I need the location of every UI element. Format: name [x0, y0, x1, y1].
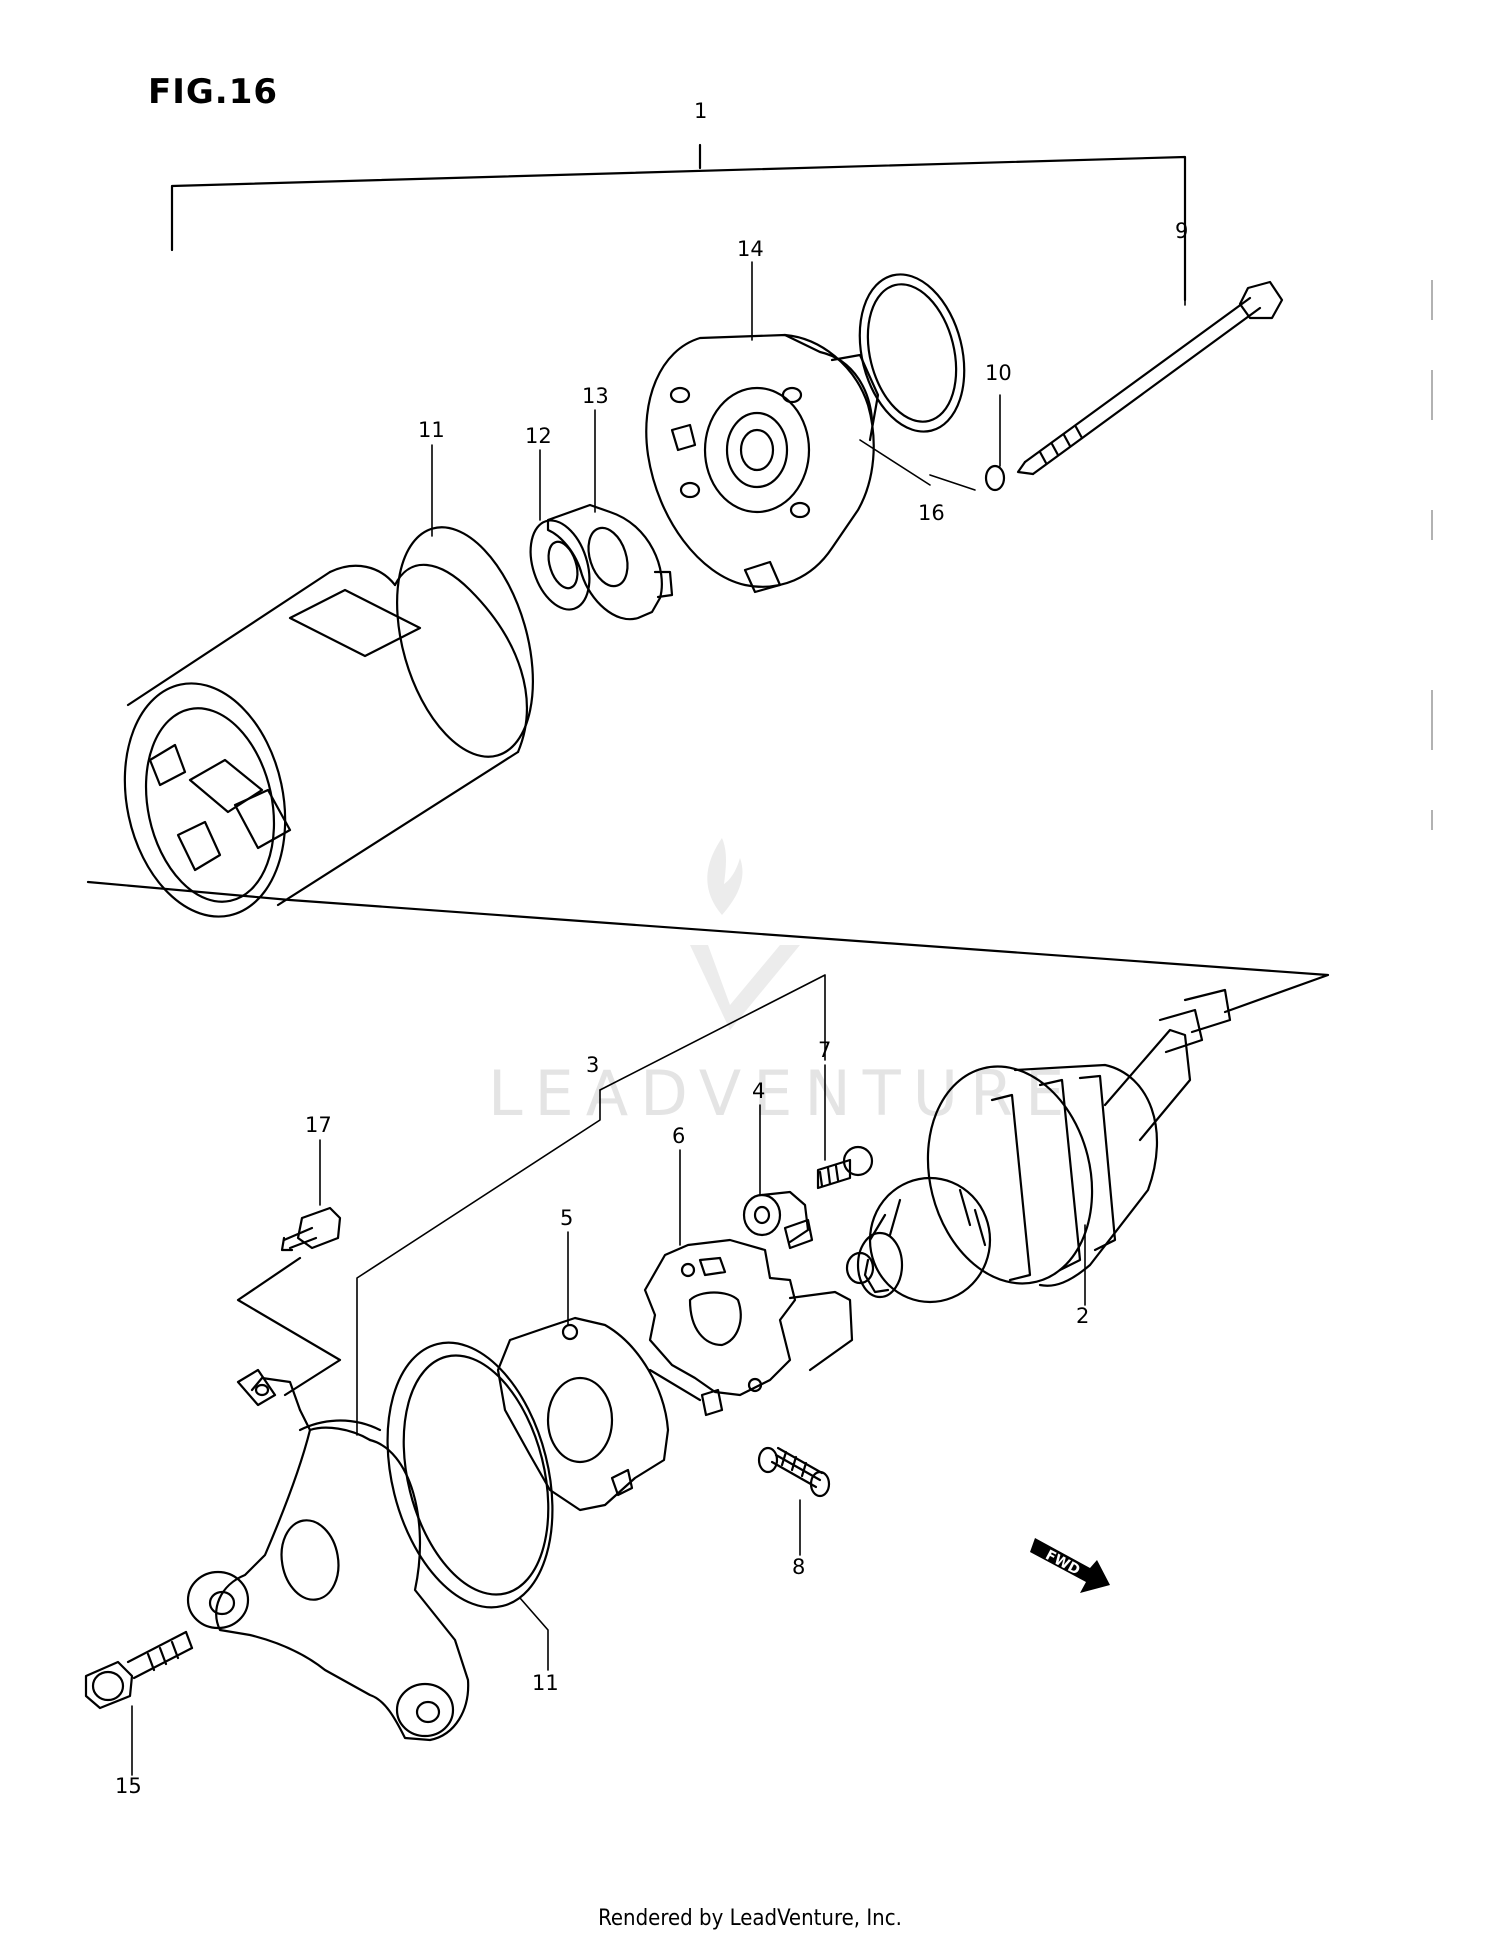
callout-7: 7: [818, 1038, 831, 1062]
front-housing: [186, 1341, 554, 1742]
render-credit: Rendered by LeadVenture, Inc.: [598, 1906, 902, 1931]
insulator-plate: [496, 1316, 670, 1512]
callout-3: 3: [586, 1053, 599, 1077]
mounting-bolt: [84, 1630, 194, 1710]
leader-lines-bottom: [131, 974, 1086, 1776]
thrust-washer: [529, 519, 591, 611]
assembly-bracket: [170, 143, 1187, 302]
end-cover: [645, 333, 880, 594]
ground-link: [236, 1256, 342, 1397]
callout-14: 14: [737, 237, 764, 261]
callout-2: 2: [1076, 1304, 1089, 1328]
callout-numbers: 1 9 14 10 13 11 12 16 3 7 4 17 6 5 2 8 1…: [115, 99, 1188, 1798]
plane-separator: [86, 880, 1330, 1014]
callout-17: 17: [305, 1113, 332, 1137]
brush-holder-plate: [643, 1238, 854, 1417]
brush-holder: [742, 1190, 814, 1250]
motor-yoke: [123, 563, 528, 918]
watermark-brand: LEADVENTURE: [488, 1057, 1076, 1130]
housing-bolt: [1016, 280, 1284, 476]
armature: [845, 988, 1232, 1304]
ground-bolt: [280, 1206, 342, 1252]
callout-11-bottom: 11: [532, 1671, 559, 1695]
callout-10: 10: [985, 361, 1012, 385]
watermark: LEADVENTURE: [488, 838, 1076, 1130]
callout-11-top: 11: [418, 418, 445, 442]
leader-lines-top: [431, 224, 1186, 537]
callout-5: 5: [560, 1206, 573, 1230]
callout-6: 6: [672, 1124, 685, 1148]
callout-13: 13: [582, 384, 609, 408]
washer: [984, 464, 1006, 492]
callout-12: 12: [525, 424, 552, 448]
watermark-v-icon: [690, 945, 800, 1030]
watermark-flame-icon: [707, 838, 743, 915]
fwd-direction-marker: FWD: [1030, 1538, 1110, 1593]
callout-15: 15: [115, 1774, 142, 1798]
callout-4: 4: [752, 1079, 765, 1103]
o-ring-small: [858, 273, 966, 433]
screw: [816, 1145, 874, 1190]
callout-16: 16: [918, 501, 945, 525]
callout-8: 8: [792, 1555, 805, 1579]
lock-plate: [546, 503, 674, 621]
callout-9: 9: [1175, 219, 1188, 243]
callout-1: 1: [694, 99, 707, 123]
figure-title: FIG.16: [148, 72, 279, 112]
fwd-label: FWD: [1043, 1547, 1083, 1578]
brush-spring: [757, 1446, 831, 1498]
